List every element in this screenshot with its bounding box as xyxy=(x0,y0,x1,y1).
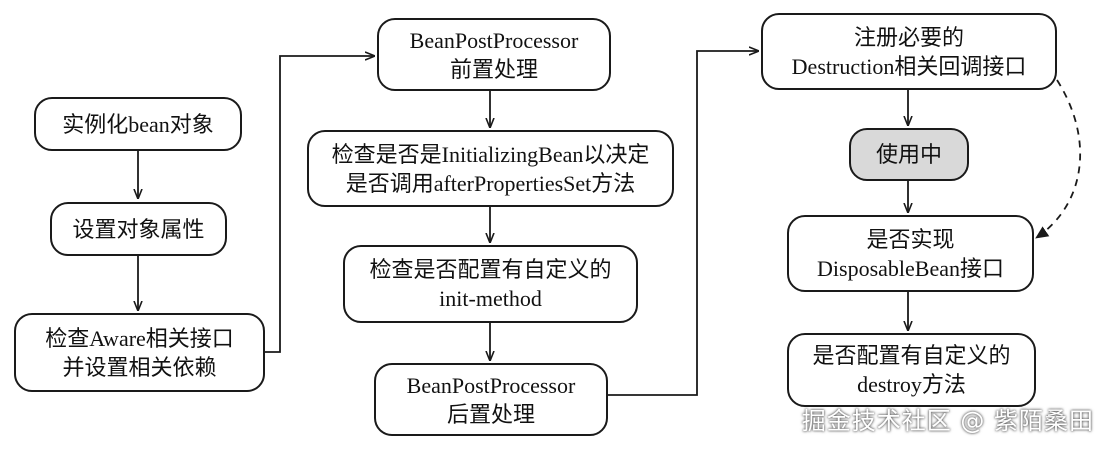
node-bpp-after: BeanPostProcessor 后置处理 xyxy=(374,363,608,436)
node-set-properties-line-1: 设置对象属性 xyxy=(72,216,205,242)
node-check-init-method-line-2: init-method xyxy=(439,286,542,311)
node-check-init-method: 检查是否配置有自定义的 init-method xyxy=(343,245,638,323)
node-instantiate-bean-line-1: 实例化bean对象 xyxy=(62,111,214,137)
node-bpp-before-line-1: BeanPostProcessor xyxy=(409,27,579,53)
node-register-destruction-line-1: 注册必要的 xyxy=(853,24,964,50)
arrow-aware-to-bpp-before xyxy=(265,56,374,353)
node-check-aware-line-1: 检查Aware相关接口 xyxy=(45,325,234,351)
node-in-use: 使用中 xyxy=(849,128,969,181)
node-in-use-line-1: 使用中 xyxy=(875,142,942,167)
node-register-destruction: 注册必要的 Destruction相关回调接口 xyxy=(761,13,1057,90)
arrow-bppafter-to-register xyxy=(608,51,758,396)
node-register-destruction-line-2: Destruction相关回调接口 xyxy=(791,53,1027,79)
node-check-init-method-line-1: 检查是否配置有自定义的 xyxy=(369,257,612,282)
node-bpp-after-line-1: BeanPostProcessor xyxy=(406,372,576,398)
node-bpp-after-line-2: 后置处理 xyxy=(446,401,535,427)
node-check-initializing-bean-line-1: 检查是否是InitializingBean以决定 xyxy=(331,141,650,167)
node-check-aware-line-2: 并设置相关依赖 xyxy=(62,354,217,380)
node-check-disposable-bean: 是否实现 DisposableBean接口 xyxy=(787,215,1034,292)
node-check-initializing-bean-line-2: 是否调用afterPropertiesSet方法 xyxy=(345,170,636,196)
node-check-initializing-bean: 检查是否是InitializingBean以决定 是否调用afterProper… xyxy=(307,130,674,207)
node-check-destroy-method: 是否配置有自定义的 destroy方法 xyxy=(787,333,1036,407)
node-check-destroy-method-line-1: 是否配置有自定义的 xyxy=(812,343,1011,368)
node-check-destroy-method-line-2: destroy方法 xyxy=(857,372,966,397)
node-set-properties: 设置对象属性 xyxy=(50,202,227,256)
node-instantiate-bean: 实例化bean对象 xyxy=(34,97,242,151)
dashed-arrow-register-to-disposable xyxy=(1035,79,1082,239)
watermark-text: 掘金技术社区 @ 紫陌桑田 xyxy=(801,407,1094,435)
node-check-disposable-bean-line-1: 是否实现 xyxy=(866,226,955,252)
node-check-disposable-bean-line-2: DisposableBean接口 xyxy=(817,255,1004,281)
node-bpp-before: BeanPostProcessor 前置处理 xyxy=(377,18,611,91)
node-check-aware: 检查Aware相关接口 并设置相关依赖 xyxy=(14,313,265,392)
node-bpp-before-line-2: 前置处理 xyxy=(449,56,538,82)
